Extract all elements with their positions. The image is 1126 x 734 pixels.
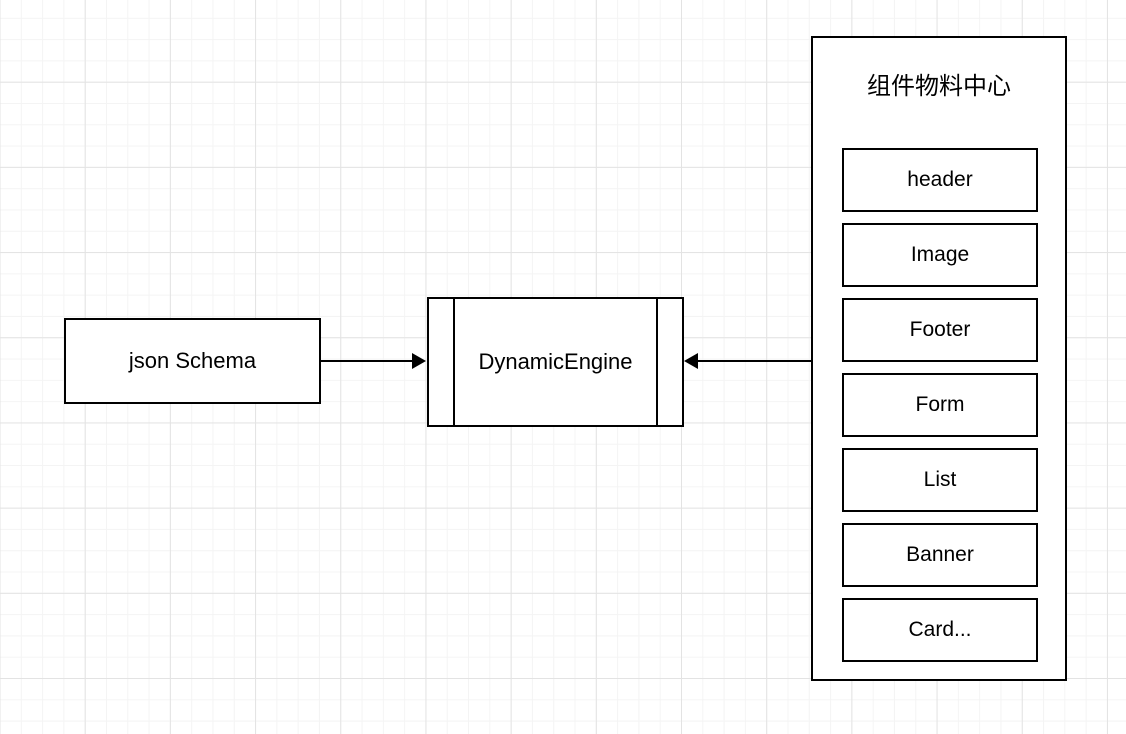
list-item[interactable]: List	[842, 448, 1038, 512]
list-item[interactable]: Form	[842, 373, 1038, 437]
edge-line	[698, 360, 811, 362]
arrowhead-left-icon	[684, 353, 698, 369]
list-item-label: Footer	[909, 318, 971, 341]
list-item[interactable]: Banner	[842, 523, 1038, 587]
list-item[interactable]: Image	[842, 223, 1038, 287]
list-item[interactable]: header	[842, 148, 1038, 212]
subroutine-left-bar	[453, 297, 455, 427]
list-item-label: Form	[915, 393, 965, 416]
edge-line	[321, 360, 413, 362]
node-json-schema-label: json Schema	[128, 348, 257, 374]
list-item-label: header	[907, 168, 973, 191]
list-item-label: Banner	[906, 543, 974, 566]
list-item[interactable]: Card...	[842, 598, 1038, 662]
node-dynamic-engine[interactable]: DynamicEngine	[427, 297, 684, 427]
panel-material-center[interactable]: 组件物料中心 header Image Footer Form List Ban…	[811, 36, 1067, 681]
subroutine-right-bar	[656, 297, 658, 427]
list-item-label: List	[923, 468, 957, 491]
arrowhead-right-icon	[412, 353, 426, 369]
list-item[interactable]: Footer	[842, 298, 1038, 362]
panel-material-center-title: 组件物料中心	[867, 73, 1011, 100]
list-item-label: Card...	[908, 618, 972, 641]
material-component-list: header Image Footer Form List Banner Car…	[842, 148, 1038, 662]
list-item-label: Image	[910, 243, 970, 266]
node-json-schema[interactable]: json Schema	[64, 318, 321, 404]
node-dynamic-engine-label: DynamicEngine	[478, 349, 633, 375]
